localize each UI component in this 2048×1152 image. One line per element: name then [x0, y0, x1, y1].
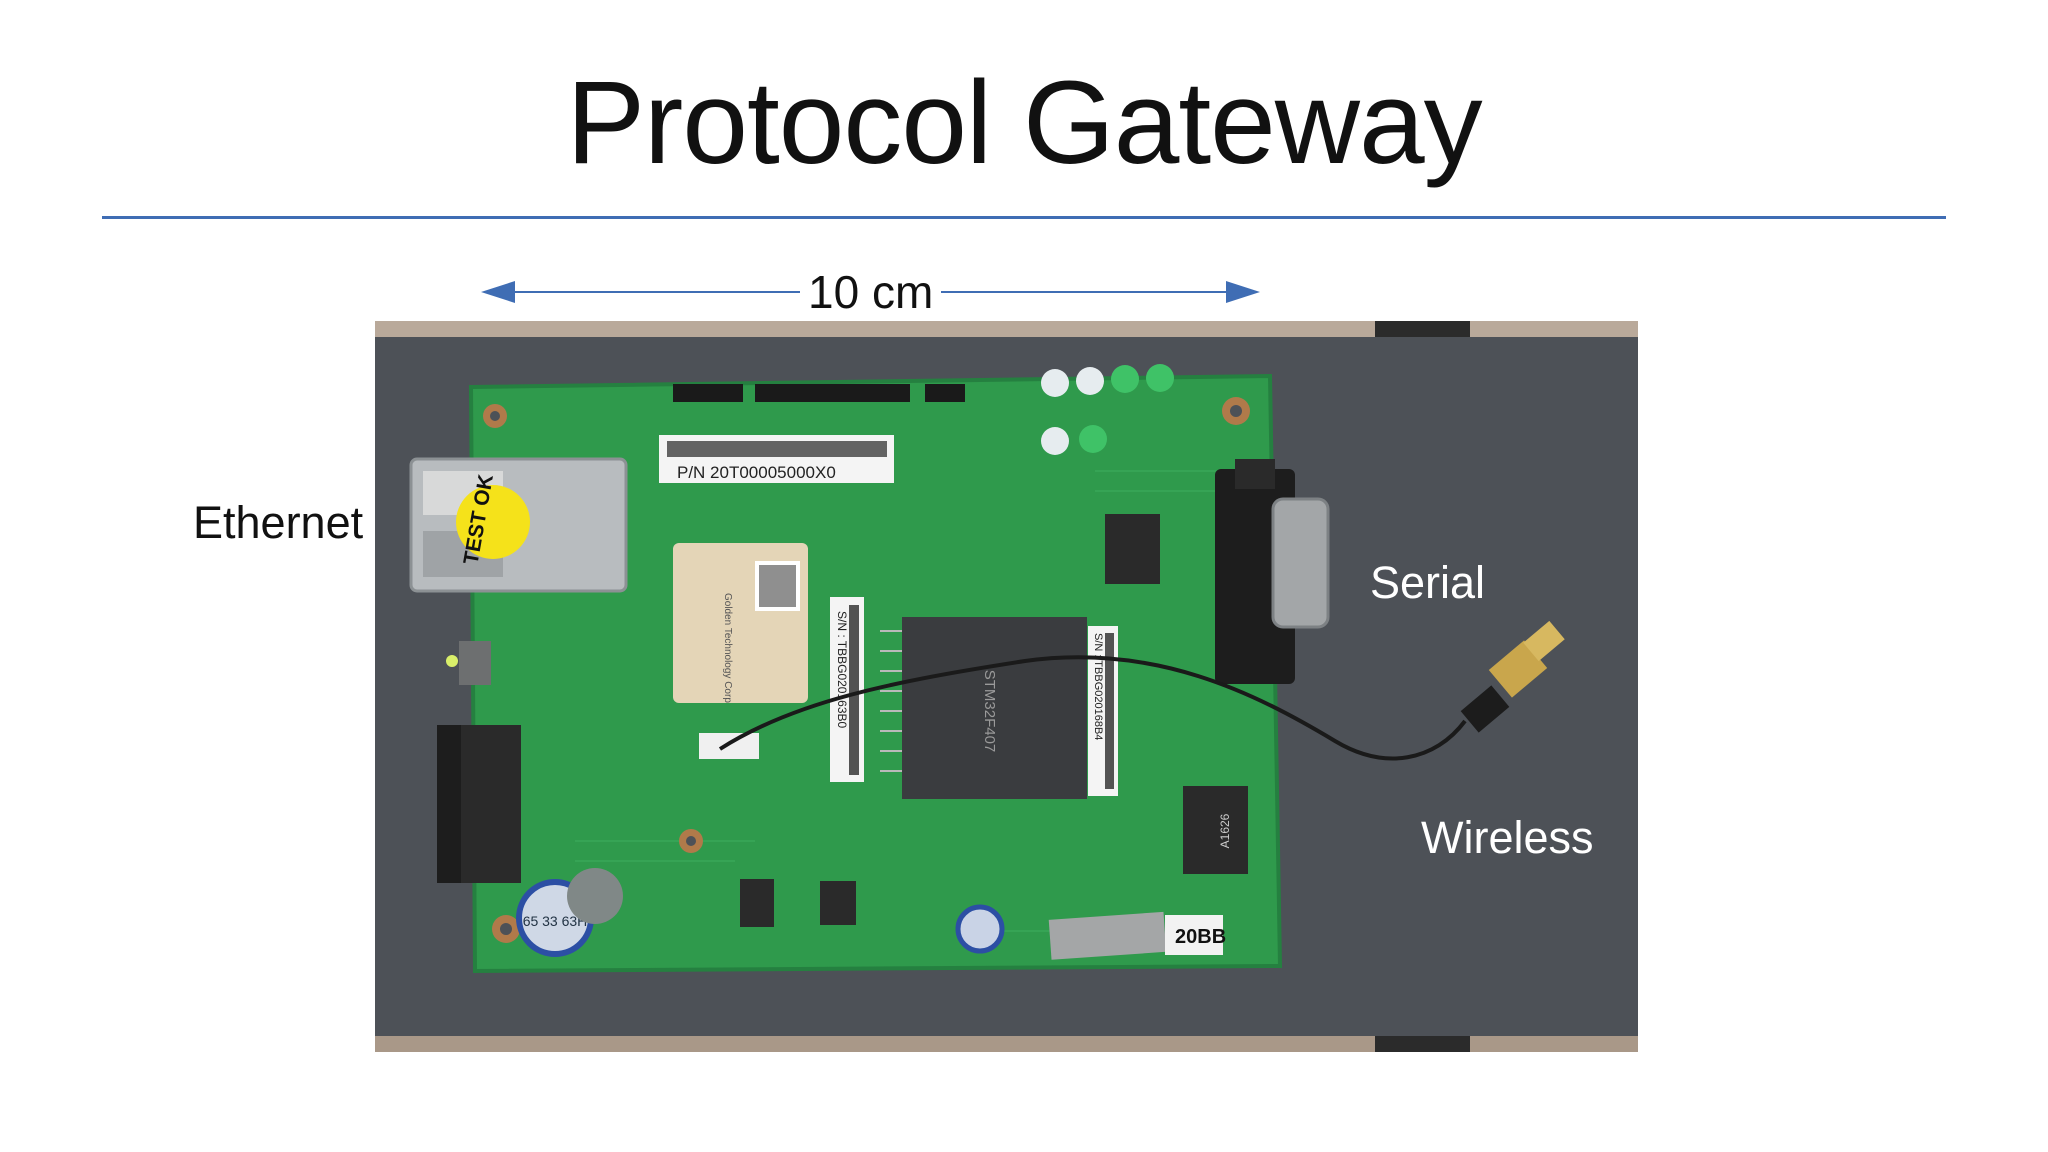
serial-label: Serial — [1370, 557, 1486, 608]
ethernet-connector: TEST OK — [409, 457, 628, 593]
antenna-cable — [718, 655, 1467, 761]
transformer — [1183, 786, 1248, 874]
svg-text:S/N : TBBG020163B0: S/N : TBBG020163B0 — [835, 611, 849, 729]
wireless-label: Wireless — [1421, 812, 1594, 863]
svg-text:A1626: A1626 — [1218, 813, 1232, 848]
svg-text:Golden Technology Corp: Golden Technology Corp — [722, 593, 733, 703]
status-leds — [1041, 364, 1174, 455]
svg-text:20BB: 20BB — [1175, 926, 1226, 948]
serial-barcode-right: S/N : TBBG020168B4 — [1088, 626, 1118, 796]
mcu-chip: STM32F407 — [880, 617, 1087, 799]
serial-barcode-left: S/N : TBBG020163B0 — [830, 597, 864, 782]
dimension-arrow-right-icon — [1226, 281, 1260, 303]
ethernet-label: Ethernet — [193, 497, 364, 548]
test-ok-sticker — [456, 485, 530, 559]
svg-text:65 33 63H: 65 33 63H — [523, 913, 588, 929]
serial-db9-connector — [1215, 459, 1330, 684]
svg-text:STM32F407: STM32F407 — [981, 670, 998, 753]
svg-text:P/N 20T00005000X0: P/N 20T00005000X0 — [677, 463, 836, 482]
wifi-module: Golden Technology Corp — [673, 543, 808, 703]
gateway-board-photo: TEST OK 65 33 63H P/N 20T00005000X0 Gold… — [375, 321, 1638, 1052]
dimension-label: 10 cm — [800, 266, 942, 318]
pcb — [468, 373, 1283, 974]
dimension-arrow-left-icon — [481, 281, 515, 303]
slide-title: Protocol Gateway — [566, 57, 1482, 189]
sma-antenna-connector — [1460, 620, 1565, 733]
title-divider — [102, 216, 1946, 219]
svg-text:S/N : TBBG020168B4: S/N : TBBG020168B4 — [1092, 633, 1104, 740]
pin-headers — [673, 384, 965, 402]
